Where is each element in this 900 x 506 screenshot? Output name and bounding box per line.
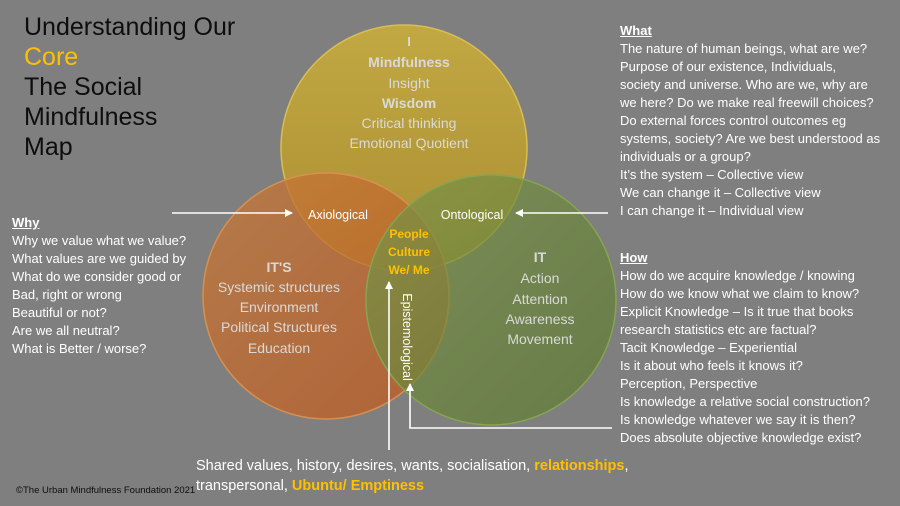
how-line: Is knowledge whatever we say it is then? <box>620 412 856 427</box>
circle-it-line: Attention <box>512 291 567 307</box>
why-line: What values are we guided by <box>12 251 187 266</box>
bottom-line-2: transpersonal, Ubuntu/ Emptiness <box>196 476 629 496</box>
circle-it-heading: IT <box>534 249 547 265</box>
center-label-weme: We/ Me <box>388 263 429 277</box>
what-line: systems, society? Are we best understood… <box>620 131 881 146</box>
bottom-text: transpersonal, <box>196 478 292 494</box>
how-line: Is knowledge a relative social construct… <box>620 394 871 409</box>
ontological-label: Ontological <box>441 208 504 222</box>
copyright: ©The Urban Mindfulness Foundation 2021 <box>16 485 196 496</box>
how-heading: How <box>620 250 648 265</box>
what-line: Purpose of our existence, Individuals, <box>620 59 837 74</box>
what-line: We can change it – Collective view <box>620 185 821 200</box>
how-line: Does absolute objective knowledge exist? <box>620 430 862 445</box>
what-line: The nature of human beings, what are we? <box>620 41 868 56</box>
circle-it <box>365 174 617 426</box>
circle-its-line: Education <box>248 340 310 356</box>
what-line: we here? Do we make real freewill choice… <box>620 95 874 110</box>
axiological-label: Axiological <box>308 208 368 222</box>
title-line: The Social <box>24 73 143 101</box>
what-line: individuals or a group? <box>620 149 751 164</box>
why-line: What do we consider good or <box>12 269 182 284</box>
circle-its-line: Systemic structures <box>218 279 340 295</box>
how-line: Is it about who feels it knows it? <box>620 358 803 373</box>
page-title: Understanding Our Core The Social Mindfu… <box>24 12 235 162</box>
what-line: I can change it – Individual view <box>620 203 804 218</box>
bottom-highlight-relationships: relationships <box>534 458 625 474</box>
title-line: Understanding Our <box>24 13 236 41</box>
why-line: Why we value what we value? <box>12 233 187 248</box>
how-line: Perception, Perspective <box>620 376 758 391</box>
bottom-text: , <box>624 458 629 474</box>
how-arrow <box>406 383 612 429</box>
title-line: Mindfulness <box>24 103 158 131</box>
epistemological-label: Epistemological <box>400 293 414 381</box>
how-line: Tacit Knowledge – Experiential <box>620 340 798 355</box>
circle-i-line: Critical thinking <box>362 115 457 131</box>
bottom-text: Shared values, history, desires, wants, … <box>196 458 535 474</box>
circle-it-line: Movement <box>507 331 572 347</box>
bottom-highlight-ubuntu: Ubuntu/ Emptiness <box>291 478 425 494</box>
why-line: Are we all neutral? <box>12 323 120 338</box>
circle-its-line: Environment <box>240 299 319 315</box>
bottom-line-1: Shared values, history, desires, wants, … <box>196 456 629 476</box>
circle-i-line: Insight <box>388 75 429 91</box>
circle-it-line: Action <box>521 270 560 286</box>
circle-i-line: Mindfulness <box>368 54 450 70</box>
what-panel: What The nature of human beings, what ar… <box>620 22 880 220</box>
why-line: Beautiful or not? <box>12 305 107 320</box>
center-label-people: People <box>389 227 429 241</box>
what-line: Do external forces control outcomes eg <box>620 113 847 128</box>
circle-its-heading: IT'S <box>266 259 291 275</box>
circle-it-line: Awareness <box>505 311 574 327</box>
why-line: Bad, right or wrong <box>12 287 122 302</box>
how-panel: How How do we acquire knowledge / knowin… <box>620 249 870 447</box>
bottom-caption: Shared values, history, desires, wants, … <box>196 456 629 496</box>
how-line: How do we know what we claim to know? <box>620 286 860 301</box>
how-line: research statistics etc are factual? <box>620 322 817 337</box>
why-panel: Why Why we value what we value? What val… <box>12 214 186 358</box>
center-label-culture: Culture <box>388 245 430 259</box>
title-line: Map <box>24 133 73 161</box>
what-line: It’s the system – Collective view <box>620 167 804 182</box>
what-heading: What <box>620 23 652 38</box>
how-line: How do we acquire knowledge / knowing <box>620 268 855 283</box>
why-heading: Why <box>12 215 40 230</box>
circle-its-line: Political Structures <box>221 319 337 335</box>
how-line: Explicit Knowledge – Is it true that boo… <box>620 304 854 319</box>
circle-i-line: Emotional Quotient <box>349 135 468 151</box>
circle-i-line: Wisdom <box>382 95 436 111</box>
circle-i-heading: I <box>407 34 411 49</box>
title-accent: Core <box>24 43 79 71</box>
what-line: society and universe. Who are we, why ar… <box>620 77 868 92</box>
why-line: What is Better / worse? <box>12 341 147 356</box>
